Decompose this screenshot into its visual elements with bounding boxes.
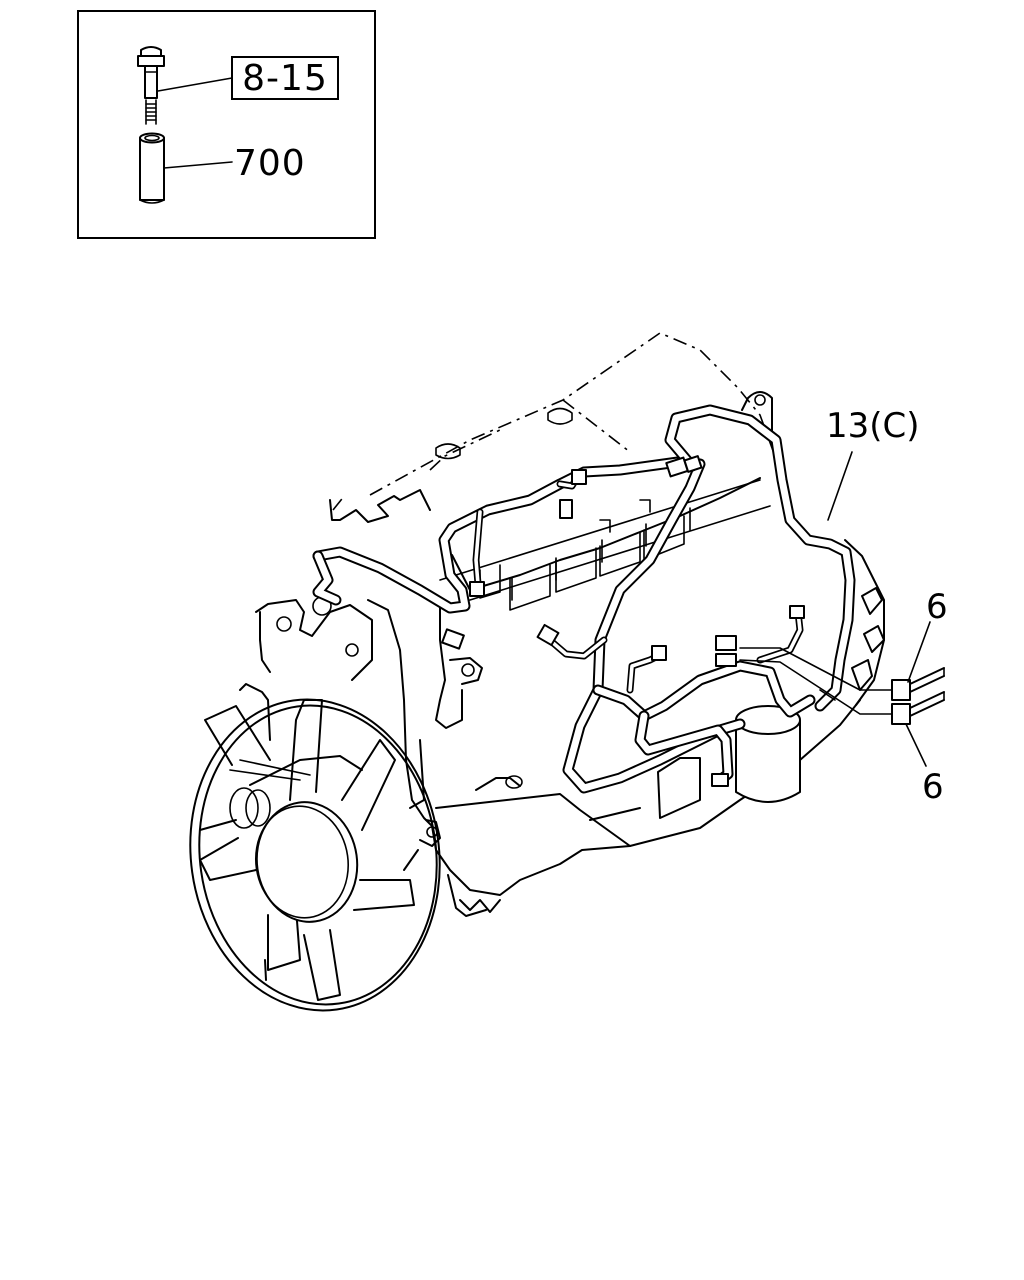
oil-pan-outline <box>435 699 861 847</box>
inset-detail: 8-15 700 <box>77 10 376 239</box>
clip-upper-icon <box>891 667 945 701</box>
engine-block <box>239 332 885 917</box>
harness-connectors <box>441 455 805 787</box>
bell-housing <box>844 539 885 706</box>
head-cover-phantom-outline <box>369 332 781 496</box>
harness-callout-label: 13(C) <box>826 406 920 446</box>
inset-frame <box>77 10 376 239</box>
cooling-fan-icon <box>189 698 441 1012</box>
clip-upper-callout: 6 <box>926 587 948 627</box>
sleeve-icon <box>139 132 165 204</box>
flange-bolt-icon <box>137 46 165 125</box>
clip-lower-icon <box>891 691 945 725</box>
clip-lower-leader <box>905 723 927 767</box>
sleeve-leader-line <box>163 161 233 169</box>
bolt-leader-line <box>157 77 233 92</box>
bolt-callout-label: 8-15 <box>242 58 328 99</box>
clip-assembly: 6 6 <box>739 587 948 807</box>
oil-filter-icon <box>735 705 801 803</box>
clip-lower-callout: 6 <box>922 767 944 807</box>
rear-lifting-eye <box>741 391 773 441</box>
bolt-callout-box <box>231 56 339 100</box>
wiring-harness-13c <box>312 404 856 794</box>
sleeve-callout-label: 700 <box>234 143 306 184</box>
harness-leader-line <box>827 451 853 521</box>
clip-upper-leader <box>907 621 931 683</box>
